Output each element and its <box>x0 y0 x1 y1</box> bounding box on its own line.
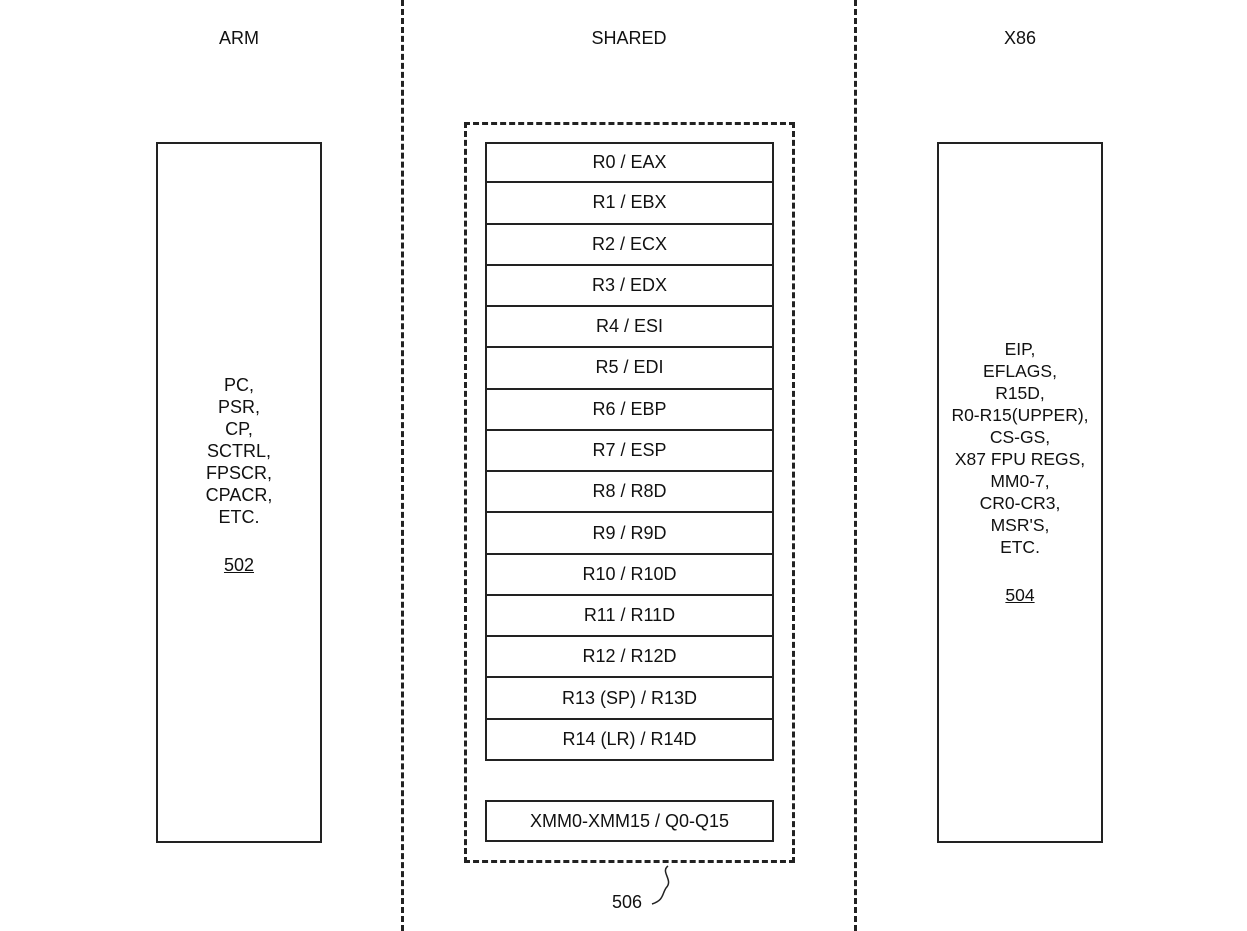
arm-register-box: PC, PSR, CP, SCTRL, FPSCR, CPACR, ETC. 5… <box>156 142 322 843</box>
shared-register-r2: R2 / ECX <box>485 225 774 266</box>
left-divider <box>401 0 404 931</box>
shared-column-label: SHARED <box>529 28 729 49</box>
arm-register-line: CP, <box>158 418 320 440</box>
shared-register-r12: R12 / R12D <box>485 637 774 678</box>
shared-register-r11: R11 / R11D <box>485 596 774 637</box>
x86-register-line: R0-R15(UPPER), <box>939 404 1101 426</box>
shared-register-stack: R0 / EAX R1 / EBX R2 / ECX R3 / EDX R4 /… <box>485 142 774 761</box>
x86-register-box: EIP, EFLAGS, R15D, R0-R15(UPPER), CS-GS,… <box>937 142 1103 843</box>
shared-register-r3: R3 / EDX <box>485 266 774 307</box>
x86-register-line: X87 FPU REGS, <box>939 448 1101 470</box>
shared-register-r1: R1 / EBX <box>485 183 774 224</box>
arm-register-line: SCTRL, <box>158 440 320 462</box>
shared-register-r7: R7 / ESP <box>485 431 774 472</box>
x86-register-list: EIP, EFLAGS, R15D, R0-R15(UPPER), CS-GS,… <box>939 338 1101 606</box>
shared-register-r4: R4 / ESI <box>485 307 774 348</box>
ref-506-leader-line <box>640 860 680 910</box>
arm-register-line: CPACR, <box>158 484 320 506</box>
shared-register-r8: R8 / R8D <box>485 472 774 513</box>
x86-register-line: EIP, <box>939 338 1101 360</box>
shared-register-xmm: XMM0-XMM15 / Q0-Q15 <box>485 800 774 842</box>
x86-register-line: CS-GS, <box>939 426 1101 448</box>
arm-register-list: PC, PSR, CP, SCTRL, FPSCR, CPACR, ETC. 5… <box>158 374 320 576</box>
x86-register-line: MSR'S, <box>939 514 1101 536</box>
x86-register-line: EFLAGS, <box>939 360 1101 382</box>
arm-register-line: ETC. <box>158 506 320 528</box>
x86-register-line: MM0-7, <box>939 470 1101 492</box>
x86-register-line: ETC. <box>939 536 1101 558</box>
shared-register-r13: R13 (SP) / R13D <box>485 678 774 719</box>
shared-register-r9: R9 / R9D <box>485 513 774 554</box>
arm-register-line: FPSCR, <box>158 462 320 484</box>
shared-register-r6: R6 / EBP <box>485 390 774 431</box>
x86-register-line: R15D, <box>939 382 1101 404</box>
shared-group-ref-506: 506 <box>612 892 642 913</box>
x86-box-ref-504: 504 <box>939 584 1101 606</box>
arm-register-line: PC, <box>158 374 320 396</box>
arm-column-label: ARM <box>139 28 339 49</box>
shared-register-r14: R14 (LR) / R14D <box>485 720 774 761</box>
arm-box-ref-502: 502 <box>158 554 320 576</box>
shared-register-r0: R0 / EAX <box>485 142 774 183</box>
shared-register-r10: R10 / R10D <box>485 555 774 596</box>
right-divider <box>854 0 857 931</box>
arm-register-line: PSR, <box>158 396 320 418</box>
x86-register-line: CR0-CR3, <box>939 492 1101 514</box>
shared-register-r5: R5 / EDI <box>485 348 774 389</box>
x86-column-label: X86 <box>920 28 1120 49</box>
